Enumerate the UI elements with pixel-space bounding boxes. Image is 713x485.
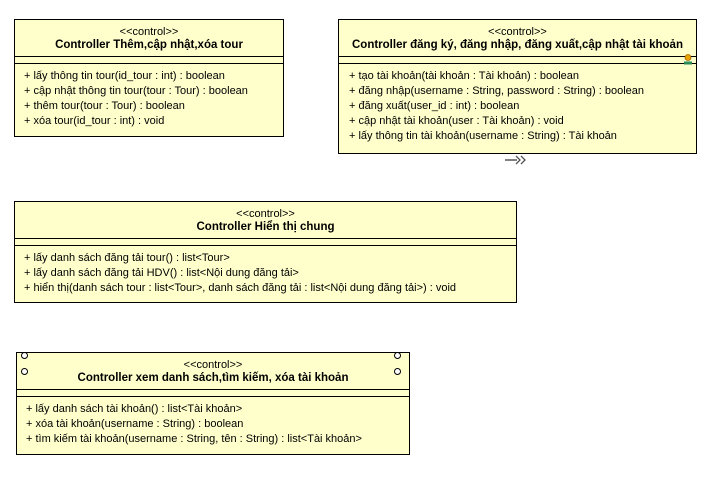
operation[interactable]: + xóa tài khoản(username : String) : boo…: [26, 418, 244, 430]
class-controller-display[interactable]: <<control>> Controller Hiển thị chung + …: [14, 201, 517, 303]
stereotype-label: <<control>>: [183, 359, 243, 371]
operation[interactable]: + lấy danh sách tài khoản() : list<Tài k…: [26, 403, 243, 415]
class-header: <<control>> Controller Thêm,cập nhật,xóa…: [15, 20, 283, 56]
class-header: <<control>> Controller Hiển thị chung: [15, 202, 516, 238]
double-arrow-icon[interactable]: [505, 155, 529, 165]
class-controller-account[interactable]: <<control>> Controller đăng ký, đăng nhậ…: [338, 19, 697, 154]
selection-handle-icon[interactable]: [21, 368, 28, 375]
operations-compartment: + tạo tài khoản(tài khoản : Tài khoản) :…: [339, 63, 696, 144]
person-icon[interactable]: [683, 54, 693, 68]
operation[interactable]: + lấy danh sách đăng tải tour() : list<T…: [24, 252, 230, 264]
operations-compartment: + lấy danh sách đăng tải tour() : list<T…: [15, 245, 516, 296]
stereotype-label: <<control>>: [119, 26, 179, 38]
attributes-compartment: [339, 56, 696, 63]
attributes-compartment: [17, 389, 409, 396]
class-name: Controller Hiển thị chung: [196, 221, 335, 233]
operation[interactable]: + cập nhật tài khoản(user : Tài khoản) :…: [349, 115, 564, 127]
operation[interactable]: + lấy danh sách đăng tải HDV() : list<Nộ…: [24, 267, 299, 279]
operation[interactable]: + lấy thông tin tài khoản(username : Str…: [349, 130, 617, 142]
operation[interactable]: + xóa tour(id_tour : int) : void: [24, 115, 165, 127]
operations-compartment: + lấy danh sách tài khoản() : list<Tài k…: [17, 396, 409, 447]
operation[interactable]: + lấy thông tin tour(id_tour : int) : bo…: [24, 70, 225, 82]
selection-handle-icon[interactable]: [394, 352, 401, 359]
class-name: Controller Thêm,cập nhật,xóa tour: [55, 39, 243, 51]
operation[interactable]: + thêm tour(tour : Tour) : boolean: [24, 100, 185, 112]
class-controller-admin-account[interactable]: <<control>> Controller xem danh sách,tìm…: [16, 352, 410, 455]
class-header: <<control>> Controller đăng ký, đăng nhậ…: [339, 20, 696, 56]
operations-compartment: + lấy thông tin tour(id_tour : int) : bo…: [15, 63, 283, 129]
class-name: Controller đăng ký, đăng nhập, đăng xuất…: [352, 39, 683, 51]
attributes-compartment: [15, 56, 283, 63]
class-header: <<control>> Controller xem danh sách,tìm…: [17, 353, 409, 389]
operation[interactable]: + tạo tài khoản(tài khoản : Tài khoản) :…: [349, 70, 580, 82]
stereotype-label: <<control>>: [488, 26, 547, 38]
class-name: Controller xem danh sách,tìm kiếm, xóa t…: [77, 372, 349, 384]
operation[interactable]: + đăng nhập(username : String, password …: [349, 85, 645, 97]
stereotype-label: <<control>>: [236, 208, 295, 220]
operation[interactable]: + đăng xuất(user_id : int) : boolean: [349, 100, 520, 112]
selection-handle-icon[interactable]: [394, 368, 401, 375]
class-controller-tour[interactable]: <<control>> Controller Thêm,cập nhật,xóa…: [14, 19, 284, 137]
selection-handle-icon[interactable]: [21, 352, 28, 359]
attributes-compartment: [15, 238, 516, 245]
operation[interactable]: + cập nhật thông tin tour(tour : Tour) :…: [24, 85, 248, 97]
operation[interactable]: + hiển thị(danh sách tour : list<Tour>, …: [24, 282, 457, 294]
operation[interactable]: + tìm kiếm tài khoản(username : String, …: [26, 433, 362, 445]
